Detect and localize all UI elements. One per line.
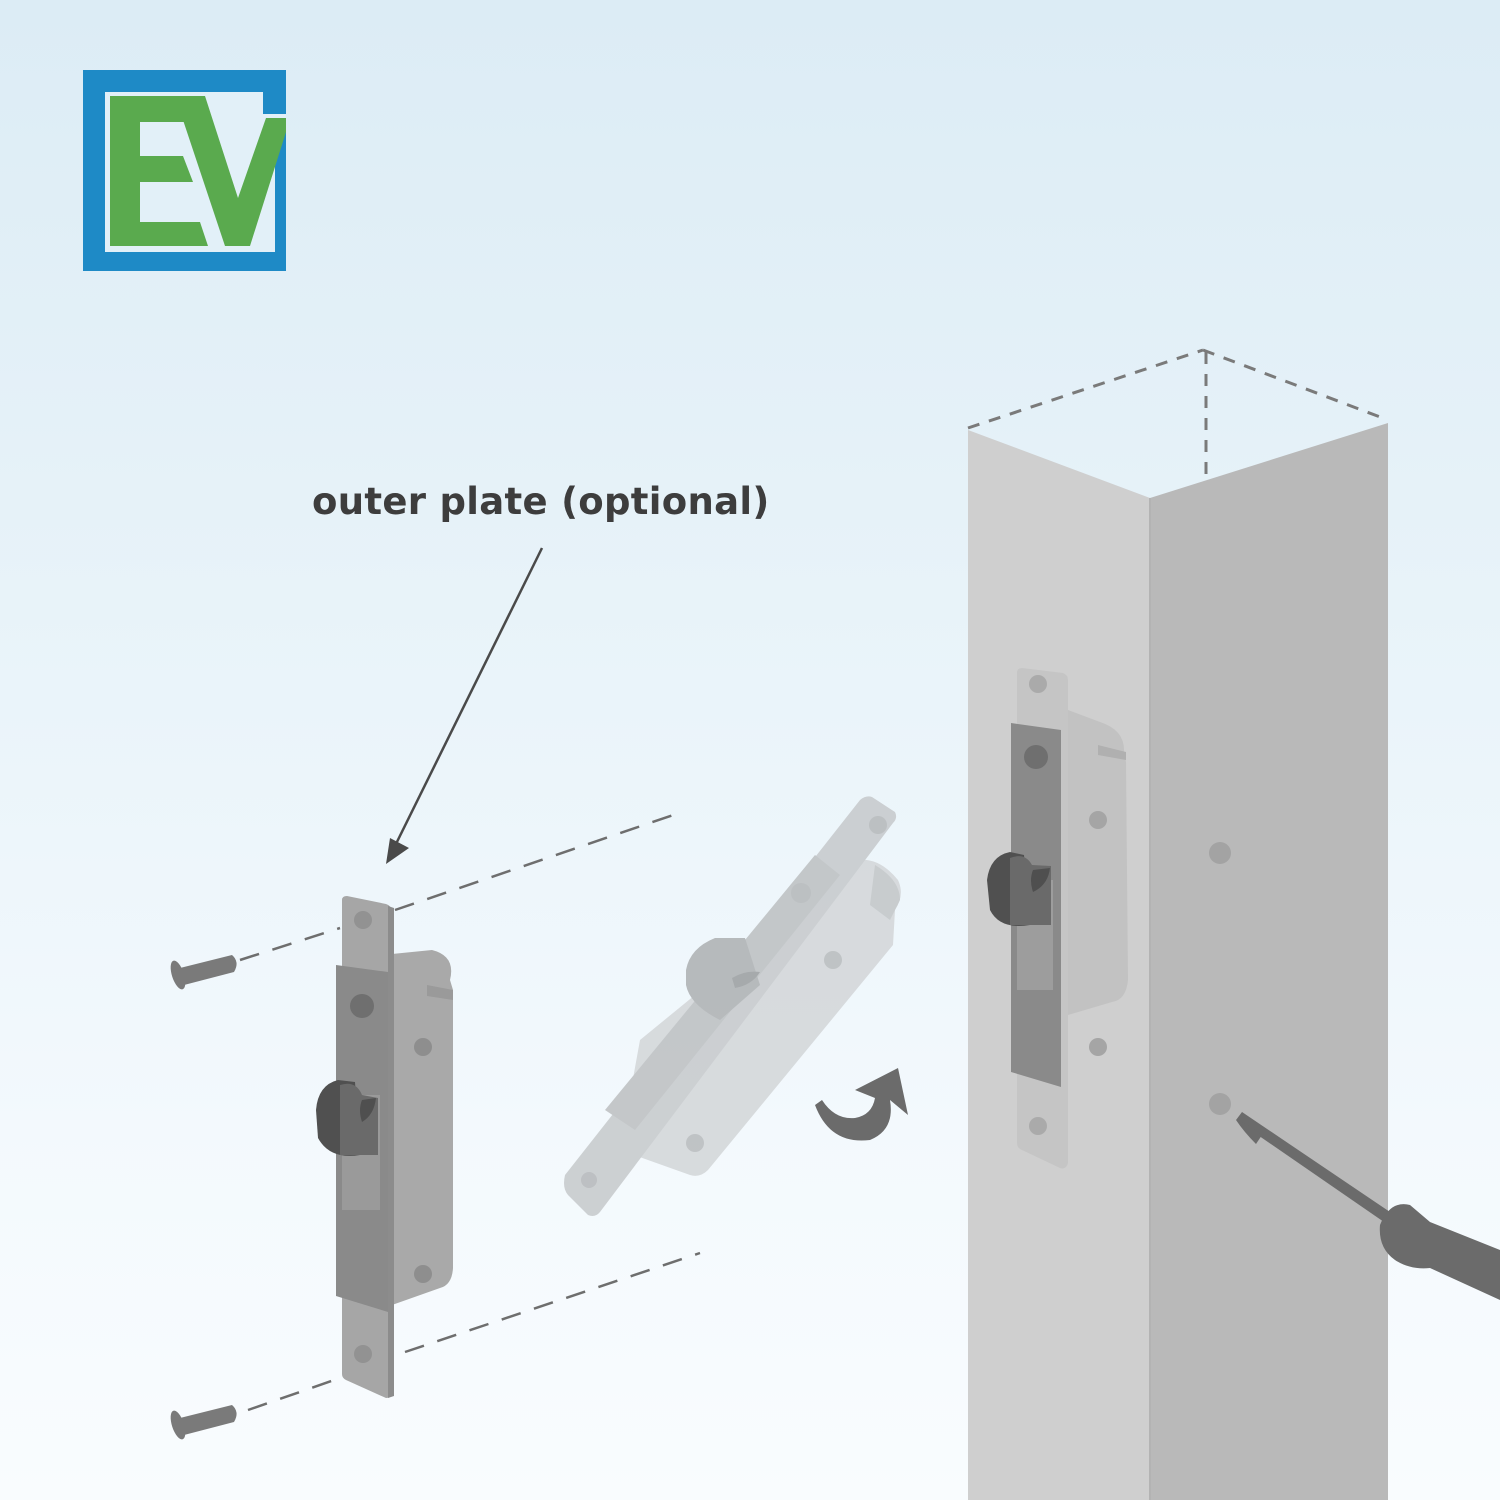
screwdriver-icon: [1236, 1112, 1500, 1300]
guide-lines: [239, 810, 701, 1412]
ev-logo: [83, 70, 286, 271]
screw-icon: [170, 955, 237, 990]
callout-arrow: [386, 547, 544, 864]
post: [967, 348, 1389, 1500]
lock-rotating: [564, 796, 901, 1216]
lock-with-outer-plate: [316, 896, 453, 1398]
rotate-arrow-icon: [815, 1068, 908, 1141]
lock-installed: [987, 668, 1128, 1169]
post-top-dashes: [967, 348, 1389, 478]
outer-plate-label: outer plate (optional): [312, 480, 770, 523]
screw-icon: [170, 1405, 237, 1440]
